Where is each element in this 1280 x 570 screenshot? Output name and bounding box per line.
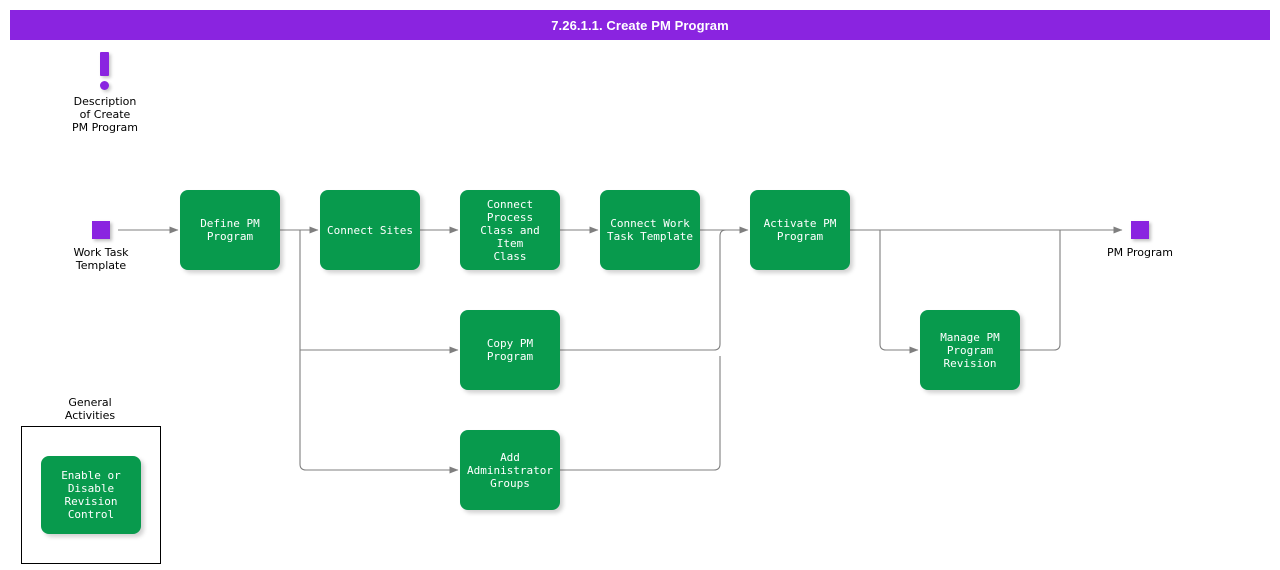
node-connect-process-class-and-item-class[interactable]: Connect Process Class and Item Class xyxy=(460,190,560,270)
terminator-label-pm-program: PM Program xyxy=(1106,246,1174,259)
terminator-label-work-task-template: Work Task Template xyxy=(73,246,129,272)
node-label-connect-sites: Connect Sites xyxy=(326,223,414,237)
node-enable-or-disable-revision-control[interactable]: Enable or Disable Revision Control xyxy=(41,456,141,534)
node-copy-pm-program[interactable]: Copy PM Program xyxy=(460,310,560,390)
terminator-work-task-template[interactable] xyxy=(92,221,110,239)
node-label-add-administrator-groups: Add Administrator Groups xyxy=(466,450,554,490)
exclamation-dot-icon xyxy=(100,81,109,90)
node-label-manage-pm-program-revision: Manage PM Program Revision xyxy=(940,330,1000,370)
page-title: 7.26.1.1. Create PM Program xyxy=(551,17,729,33)
link-revision-to-end xyxy=(1020,230,1061,351)
node-label-connect-work-task-template: Connect Work Task Template xyxy=(606,217,694,243)
node-define-pm-program[interactable]: Define PM Program xyxy=(180,190,280,270)
node-label-define-pm-program: Define PM Program xyxy=(200,217,260,243)
node-add-administrator-groups[interactable]: Add Administrator Groups xyxy=(460,430,560,510)
exclamation-mark-icon xyxy=(100,52,109,76)
node-manage-pm-program-revision[interactable]: Manage PM Program Revision xyxy=(920,310,1020,390)
title-bar: 7.26.1.1. Create PM Program xyxy=(10,10,1270,40)
node-connect-work-task-template[interactable]: Connect Work Task Template xyxy=(600,190,700,270)
terminator-pm-program[interactable] xyxy=(1131,221,1149,239)
node-activate-pm-program[interactable]: Activate PM Program xyxy=(750,190,850,270)
node-label-connect-process-class-and-item-class: Connect Process Class and Item Class xyxy=(480,197,540,263)
node-label-activate-pm-program: Activate PM Program xyxy=(763,217,837,243)
link-activate-to-revision xyxy=(879,230,919,354)
description-annotation-label: Description of Create PM Program xyxy=(71,95,139,134)
node-label-copy-pm-program: Copy PM Program xyxy=(486,337,534,363)
link-addadmin-to-converge xyxy=(560,356,721,471)
node-connect-sites[interactable]: Connect Sites xyxy=(320,190,420,270)
group-label-general-activities: General Activities xyxy=(64,396,116,422)
node-label-enable-or-disable-revision-control: Enable or Disable Revision Control xyxy=(61,469,121,521)
link-branch-to-addadmin xyxy=(299,350,459,474)
